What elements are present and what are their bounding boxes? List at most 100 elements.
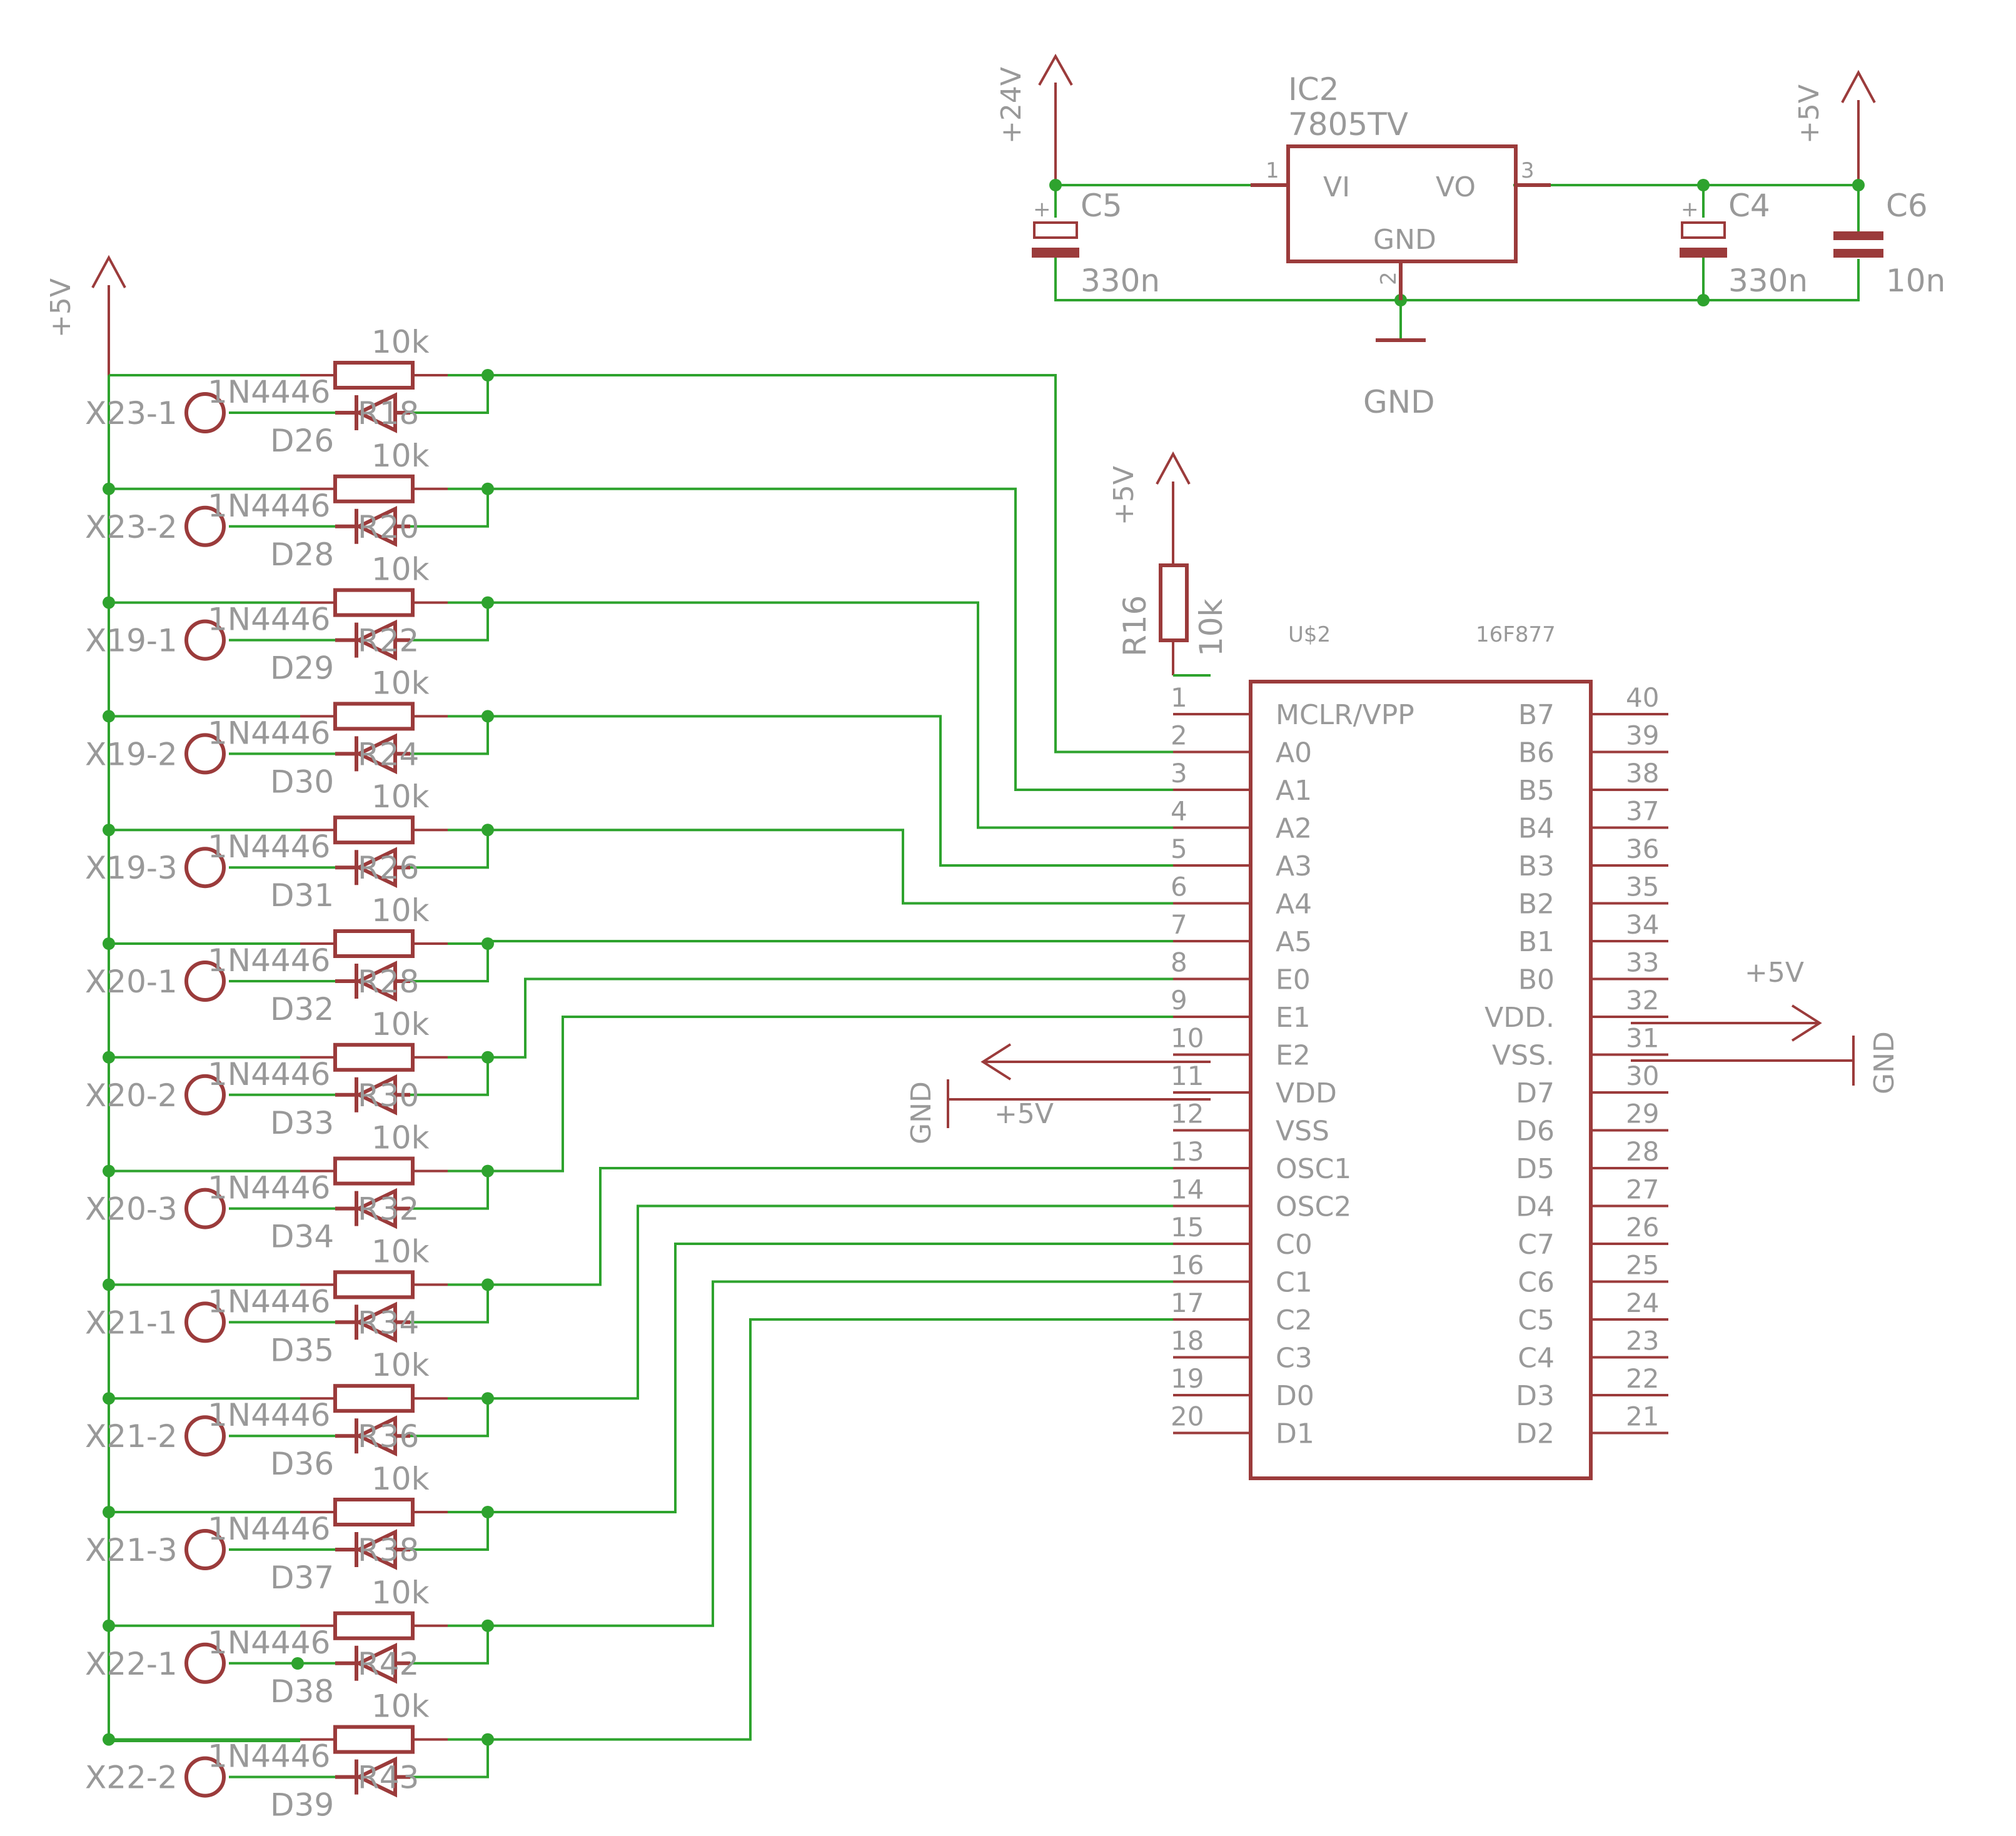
mcu-pin-name-right: D6 xyxy=(1516,1116,1555,1148)
wire xyxy=(410,1284,489,1324)
capacitor-c4-value: 330n xyxy=(1728,263,1808,299)
mcu-pin-number-right: 29 xyxy=(1626,1099,1659,1129)
diode-name: D34 xyxy=(270,1219,334,1255)
mcu-pin-name-right: D7 xyxy=(1516,1077,1555,1109)
diode-symbol xyxy=(335,961,410,1002)
diode-value: 1N4446 xyxy=(208,1511,330,1547)
diode-symbol xyxy=(335,1756,410,1798)
signal-wire xyxy=(488,374,1173,754)
resistor-name: R22 xyxy=(358,623,419,659)
diode-name: D31 xyxy=(270,877,334,914)
mcu-pin-number-right: 34 xyxy=(1626,909,1659,940)
mcu-pin-number-right: 21 xyxy=(1626,1401,1659,1432)
mcu-pin-name-left: C1 xyxy=(1276,1267,1313,1299)
signal-wire xyxy=(488,829,1173,905)
resistor-name: R38 xyxy=(358,1532,419,1568)
connector-pad xyxy=(184,619,226,661)
mcu-pin-number-right: 37 xyxy=(1626,796,1659,827)
mcu-pin-name-right: D2 xyxy=(1516,1418,1555,1450)
mcu-pin-number-right: 23 xyxy=(1626,1326,1659,1356)
mcu-pin-number-left: 5 xyxy=(1171,834,1187,864)
mcu-pin-name-left: D0 xyxy=(1276,1380,1314,1412)
mcu-pin-number-right: 39 xyxy=(1626,720,1659,751)
diode-value: 1N4446 xyxy=(208,829,330,865)
diode-symbol xyxy=(335,1415,410,1456)
resistor-value: 10k xyxy=(371,1120,430,1156)
capacitor-c6: C6 10n xyxy=(1833,188,1945,299)
ground-label-right: GND xyxy=(1868,1031,1900,1094)
connector-name: X19-1 xyxy=(85,623,178,659)
diode-name: D26 xyxy=(270,423,334,459)
mcu-pin-name-left: C0 xyxy=(1276,1229,1313,1261)
mcu-pin-name-left: OSC1 xyxy=(1276,1153,1351,1185)
mcu-pin-number-left: 2 xyxy=(1171,720,1187,751)
mcu-pin-name-right: VDD. xyxy=(1484,1002,1555,1034)
resistor-value: 10k xyxy=(371,1233,430,1269)
mcu-pin-name-left: A2 xyxy=(1276,813,1312,845)
mcu-pin-name-right: C4 xyxy=(1518,1343,1555,1374)
svg-text:+: + xyxy=(1033,197,1051,222)
signal-wire xyxy=(488,601,1173,829)
mcu-pin-number-right: 30 xyxy=(1626,1061,1659,1091)
mcu-pin-number-right: 28 xyxy=(1626,1136,1659,1167)
connector-name: X22-2 xyxy=(85,1760,178,1796)
resistor-value: 10k xyxy=(371,1347,430,1383)
capacitor-c6-value: 10n xyxy=(1886,263,1945,299)
resistor-name: R18 xyxy=(358,395,419,431)
mcu-pin-name-left: C3 xyxy=(1276,1343,1313,1374)
diode-symbol xyxy=(335,847,410,888)
diode-symbol xyxy=(335,733,410,775)
regulator-pin3-num: 3 xyxy=(1521,158,1535,183)
resistor-body xyxy=(333,702,415,731)
mcu-pin-name-left: E2 xyxy=(1276,1040,1311,1072)
regulator-ic2: IC2 7805TV VI VO GND 1 3 2 xyxy=(1251,71,1551,300)
resistor-value: 10k xyxy=(371,1688,430,1725)
supply-5v-symbol-top: +5V xyxy=(1793,69,1876,185)
wire xyxy=(410,830,489,869)
diode-name: D36 xyxy=(270,1446,334,1482)
mcu-pin-name-left: E0 xyxy=(1276,964,1311,996)
connector-pad xyxy=(184,1642,226,1684)
connector-pad xyxy=(184,392,226,433)
diode-symbol xyxy=(335,1529,410,1570)
mcu-pin-number-left: 9 xyxy=(1171,985,1187,1016)
wire xyxy=(410,1057,489,1096)
mcu-pin-name-left: VDD xyxy=(1276,1077,1337,1109)
mcu-pin-number-left: 20 xyxy=(1171,1401,1204,1432)
mcu-16f877: U$2 16F877 1MCLR/VPP2A03A14A25A36A47A58E… xyxy=(1171,622,1668,1480)
resistor-name: R32 xyxy=(358,1191,419,1228)
resistor-name: R28 xyxy=(358,964,419,1000)
mcu-pin-number-left: 17 xyxy=(1171,1288,1204,1318)
mcu-pin-name-left: A5 xyxy=(1276,926,1312,958)
diode-symbol xyxy=(335,1643,410,1684)
power-supply-section: +24V +5V IC2 7805TV VI VO GND 1 xyxy=(995,53,1945,420)
diode-value: 1N4446 xyxy=(208,1738,330,1775)
capacitor-c5-name: C5 xyxy=(1081,188,1122,224)
resistor-name: R26 xyxy=(358,850,419,886)
resistor-value: 10k xyxy=(371,1575,430,1611)
wire xyxy=(410,602,489,642)
mcu-pin-name-left: A3 xyxy=(1276,850,1312,882)
mcu-pin-name-right: C5 xyxy=(1518,1304,1555,1336)
diode-symbol xyxy=(335,619,410,661)
wire xyxy=(410,716,489,755)
connector-name: X19-2 xyxy=(85,736,178,772)
regulator-pin-vi: VI xyxy=(1323,171,1350,203)
diode-value: 1N4446 xyxy=(208,602,330,638)
resistor-value: 10k xyxy=(371,552,430,588)
mcu-pin-number-left: 1 xyxy=(1171,682,1187,713)
resistor-body xyxy=(333,361,415,390)
mcu-pin-number-right: 22 xyxy=(1626,1363,1659,1394)
mcu-pin-number-left: 14 xyxy=(1171,1174,1204,1205)
connector-name: X19-3 xyxy=(85,850,178,886)
wire xyxy=(410,1512,489,1551)
mcu-pin-number-right: 25 xyxy=(1626,1250,1659,1281)
wire xyxy=(410,944,489,982)
diode-value: 1N4446 xyxy=(208,488,330,524)
resistor-body xyxy=(333,1611,415,1640)
diode-name: D35 xyxy=(270,1332,334,1368)
